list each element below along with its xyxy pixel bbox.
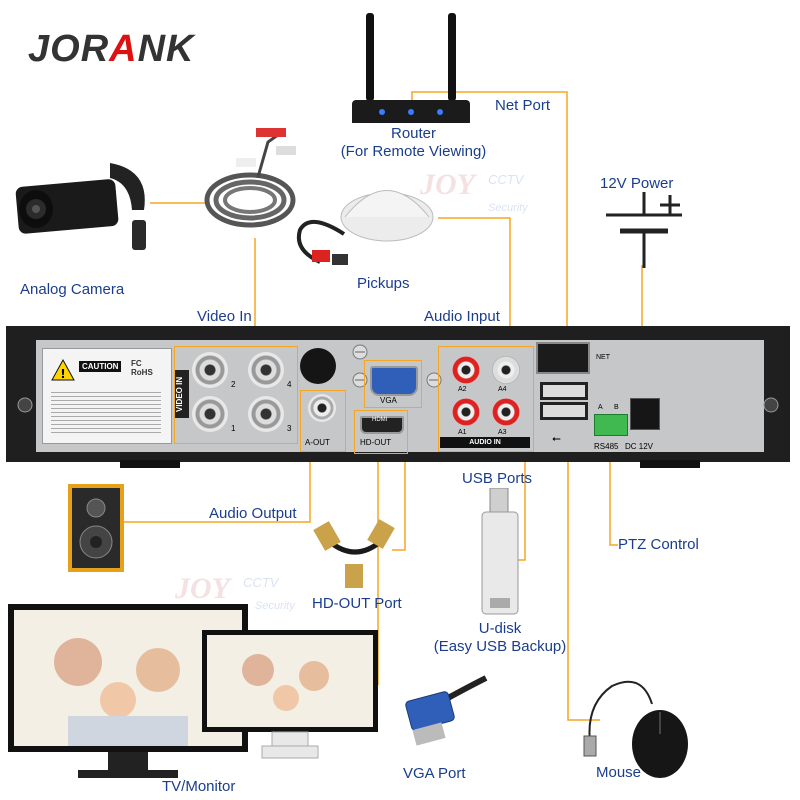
usb-port[interactable] (540, 402, 588, 420)
screw-icon (17, 397, 33, 413)
vga-panel-label: VGA (380, 396, 397, 405)
wire-usb (518, 447, 526, 561)
bnc-number: 1 (231, 424, 236, 433)
net-panel-label: NET (596, 354, 610, 361)
screw-icon (763, 397, 779, 413)
rca-number: A1 (458, 429, 467, 436)
bnc-number: 4 (287, 380, 292, 389)
hd-out-port-label: HD-OUT Port (312, 595, 402, 612)
warning-icon: ! (51, 359, 75, 381)
tv-monitor-small-icon (202, 630, 378, 766)
screw-icon (352, 372, 368, 388)
brand-accent: A (109, 28, 138, 70)
wire-hdout (392, 452, 406, 551)
screw-icon (352, 344, 368, 360)
brand-suffix: NK (137, 28, 195, 70)
usb-ports-label: USB Ports (462, 470, 533, 487)
rca-port[interactable] (452, 356, 480, 384)
audio-output-label: Audio Output (209, 505, 297, 522)
rs485-b-label: B (614, 404, 619, 411)
rj45-port[interactable] (536, 342, 590, 374)
analog-camera-icon (14, 158, 154, 258)
wire-mouse (567, 447, 600, 721)
rca-port[interactable] (492, 398, 520, 426)
watermark-word-2: JOY (175, 572, 230, 605)
rca-port[interactable] (492, 356, 520, 384)
speaker-icon (68, 484, 124, 572)
audio-in-port-group (438, 346, 534, 452)
usb-symbol-icon: ⭠ (552, 432, 561, 445)
rs485-panel-label: RS485 (594, 442, 619, 451)
hdmi-port-group (354, 410, 408, 454)
rca-number: A4 (498, 386, 507, 393)
caution-text: CAUTION (79, 361, 122, 372)
power-label: 12V Power (600, 175, 674, 192)
vga-port-group (364, 360, 422, 408)
rca-number: A3 (498, 429, 507, 436)
tv-monitor-label: TV/Monitor (162, 778, 236, 795)
bnc-port[interactable] (192, 396, 228, 432)
hdmi-cable-icon (310, 512, 400, 592)
usb-drive-icon (478, 487, 522, 616)
watermark-sub-2: CCTV (243, 575, 279, 590)
fan-vent (300, 348, 336, 384)
a-out-port[interactable] (308, 394, 336, 422)
vga-port[interactable] (370, 366, 418, 396)
watermark-sub: CCTV (488, 172, 524, 187)
rs485-terminal[interactable] (594, 414, 628, 436)
hdmi-panel-label: HDMI (372, 417, 388, 423)
svg-text:!: ! (60, 367, 65, 381)
analog-camera-label: Analog Camera (20, 281, 125, 298)
video-in-label: Video In (197, 308, 252, 325)
a-out-port-group (300, 390, 346, 452)
rca-number: A2 (458, 386, 467, 393)
bnc-port[interactable] (248, 396, 284, 432)
brand-logo: JORANK (28, 28, 194, 71)
video-in-panel-label: VIDEO IN (175, 370, 189, 418)
mouse-icon (582, 664, 692, 782)
rca-port[interactable] (452, 398, 480, 426)
power-symbol-icon (600, 192, 690, 270)
bnc-port[interactable] (248, 352, 284, 388)
fine-print (51, 389, 161, 433)
dc-panel-label: DC 12V (625, 442, 654, 451)
bnc-port[interactable] (192, 352, 228, 388)
dc-power-jack[interactable] (630, 398, 660, 430)
pickups-label: Pickups (357, 275, 410, 292)
a-out-panel-label: A-OUT (305, 438, 330, 447)
audio-in-panel-label: AUDIO IN (440, 437, 530, 448)
router-label: Router (390, 125, 437, 142)
watermark-tag-2: Security (255, 600, 295, 612)
bnc-number: 3 (287, 424, 292, 433)
foot (120, 460, 180, 468)
router-icon (352, 8, 470, 126)
video-in-port-group (174, 346, 298, 444)
rs485-a-label: A (598, 404, 603, 411)
hd-out-panel-label: HD-OUT (360, 438, 392, 447)
wire-audio-input (438, 217, 511, 348)
watermark-tag: Security (488, 202, 528, 214)
wire-ptz (609, 440, 618, 546)
screw-icon (426, 372, 442, 388)
pickup-mic-icon (292, 172, 437, 270)
net-port-label: Net Port (495, 97, 551, 114)
wire-audio-out (124, 452, 311, 523)
usb-port[interactable] (540, 382, 588, 400)
udisk-sublabel: (Easy USB Backup) (433, 638, 567, 655)
audio-input-label: Audio Input (424, 308, 500, 325)
vga-port-label: VGA Port (403, 765, 466, 782)
bnc-number: 2 (231, 380, 236, 389)
udisk-label: U-disk (478, 620, 522, 637)
ptz-control-label: PTZ Control (618, 536, 699, 553)
mouse-label: Mouse (596, 764, 642, 781)
foot (640, 460, 700, 468)
router-sublabel: (For Remote Viewing) (340, 143, 487, 160)
brand-prefix: JOR (28, 28, 110, 70)
vga-cable-icon (398, 672, 488, 756)
watermark-word: JOY (420, 168, 475, 201)
video-cable-icon (200, 122, 300, 232)
hdmi-port[interactable] (360, 416, 404, 434)
